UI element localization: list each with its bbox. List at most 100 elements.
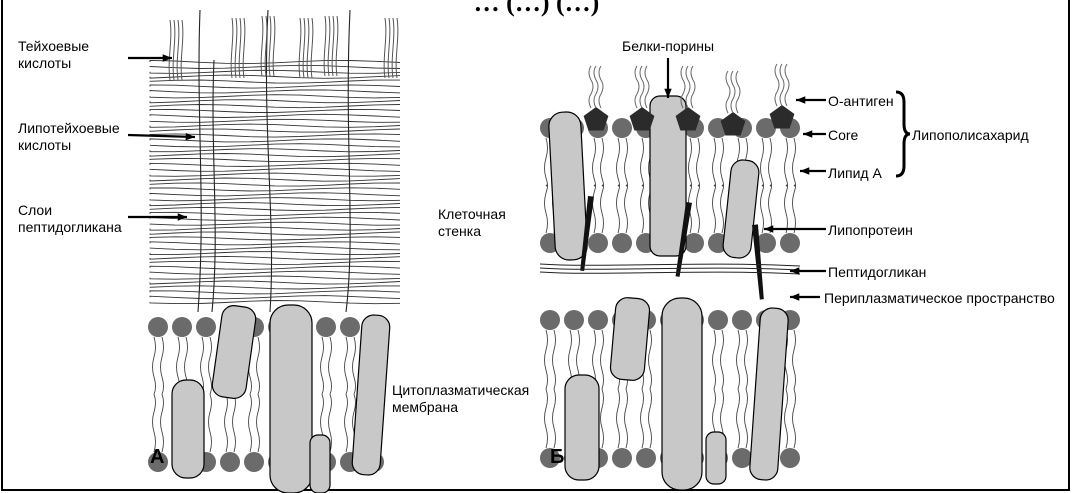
o-antigen-chain [640,66,644,108]
lipid-head [732,310,752,330]
label-lipoprotein: Липопротеин [828,222,913,239]
lipid-tail [713,185,716,233]
lipid-head [684,233,704,253]
membrane-protein [351,314,390,476]
teichoic-tuft [384,18,386,78]
lipid-tail [225,395,228,453]
teichoic-tuft [303,18,305,78]
lipid-tail [785,389,788,448]
peptidoglycan-strand [150,178,400,181]
lipid-head [708,310,728,330]
teichoic-tuft [392,18,394,78]
lipid-tail [737,330,740,389]
lipid-head [316,317,336,337]
peptidoglycan-strand [150,291,400,294]
lipid-tail [721,185,724,233]
peptidoglycan-strand [150,217,400,220]
peptidoglycan-strand [150,212,400,215]
label-teichoic-acids: Тейхоевые кислоты [18,38,89,72]
peptidoglycan-strand [150,163,400,166]
membrane-protein [609,297,650,382]
o-antigen-chain [589,66,593,108]
peptidoglycan-layers-a [150,10,400,312]
lipid-tail [545,185,548,233]
peptidoglycan-strand [150,247,400,250]
peptidoglycan-strand [150,105,400,108]
lipid-tail [345,337,348,395]
lipid-tail [545,330,548,389]
arrow-periplasm-head [790,293,799,300]
peptidoglycan-strand [150,65,400,68]
lipid-tail [209,337,212,395]
peptidoglycan-strand [150,60,400,63]
lipid-tail [545,138,548,186]
lipid-tail [545,389,548,448]
lps-brace [896,92,910,176]
o-antigen-chain [731,71,735,113]
teichoic-tuft [169,20,171,80]
lipid-head [732,448,752,468]
membrane-protein [565,375,599,480]
membrane-protein [172,380,204,478]
lipid-head [340,317,360,337]
teichoic-tuft [332,16,334,76]
peptidoglycan-strand [150,168,400,171]
lipid-tail [593,185,596,233]
lipid-head [148,317,168,337]
panel-label-a: А [150,446,164,469]
lipid-tail [625,185,628,233]
label-lipid-a: Липид А [828,165,882,182]
peptidoglycan-strand [150,193,400,196]
o-antigen-chain [635,66,639,108]
teichoic-tuft [231,18,233,78]
arrow-o-antigen-head [796,96,805,103]
peptidoglycan-strand [150,114,400,117]
peptidoglycan-strand [150,296,400,299]
lipid-head [540,310,560,330]
lipid-tail [345,395,348,453]
lipid-tail [721,330,724,389]
lipid-head [196,317,216,337]
teichoic-tuft [396,18,398,78]
lipid-head [588,310,608,330]
teichoic-tuft [269,16,271,76]
lipid-tail [209,395,212,453]
o-antigen-chain [594,66,598,108]
lipid-tail [793,389,796,448]
o-antigen-chain [599,66,603,108]
teichoic-tuft [328,16,330,76]
lipid-tail [601,185,604,233]
lipid-tail [737,389,740,448]
core-pentagon [584,107,609,131]
label-core: Core [828,127,858,144]
o-antigen-chain [775,64,779,106]
membrane-protein [310,435,330,493]
lipid-tail [601,138,604,186]
lipid-tail [233,395,236,453]
panel-label-b: Б [550,446,564,469]
lipid-tail [793,330,796,389]
o-antigen-chain [736,71,740,113]
peptidoglycan-strand [150,75,400,78]
lipid-tail [785,138,788,186]
teichoic-tuft [177,20,179,80]
teichoic-thread [198,10,201,312]
label-cytoplasmic-membrane: Цитоплазматическая мембрана [392,382,529,416]
lipid-head [636,448,656,468]
teichoic-tuft [299,18,301,78]
lipid-tail [257,337,260,395]
peptidoglycan-strand [150,198,400,201]
lipid-head [780,448,800,468]
peptidoglycan-strand [150,154,400,157]
teichoic-tuft [181,20,183,80]
peptidoglycan-strand [150,237,400,240]
arrow-lipoteichoic [128,135,195,137]
lipid-tail [641,138,644,186]
core-pentagon [770,105,795,129]
lipid-tail [641,185,644,233]
lipid-tail [793,185,796,233]
lipid-tail [617,389,620,448]
lipid-head [780,233,800,253]
